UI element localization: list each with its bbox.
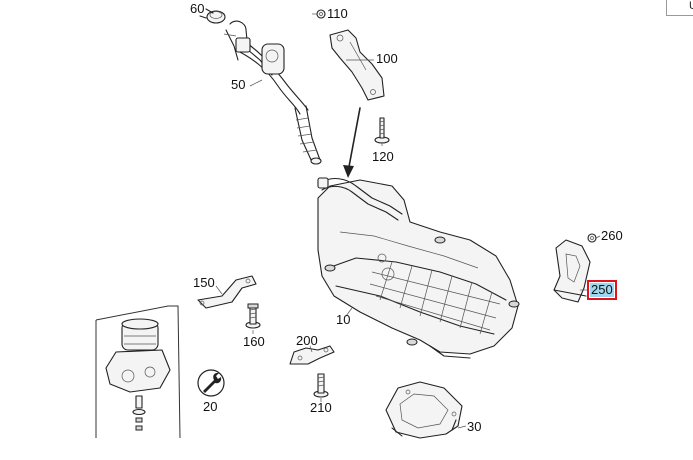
part-20-detail <box>95 305 181 439</box>
part-200-bracket <box>289 345 335 365</box>
part-10-tank <box>317 177 520 359</box>
part-110-nut <box>316 9 326 19</box>
part-210-bolt <box>313 373 329 398</box>
callout-50[interactable]: 50 <box>231 77 246 92</box>
leader-lines <box>215 13 601 429</box>
part-50-filler-hose <box>223 20 322 165</box>
assembly-arrow <box>343 107 361 178</box>
part-60-cap <box>199 8 226 24</box>
corner-button[interactable]: U <box>666 0 693 16</box>
callout-200[interactable]: 200 <box>296 333 318 348</box>
part-120-bolt <box>374 117 390 144</box>
callout-210[interactable]: 210 <box>310 400 332 415</box>
part-250-bracket <box>553 239 591 303</box>
wrench-icon <box>197 369 225 397</box>
part-150-strap <box>197 275 257 309</box>
callout-150[interactable]: 150 <box>193 275 215 290</box>
callout-110[interactable]: 110 <box>327 6 348 21</box>
callout-260[interactable]: 260 <box>601 228 623 243</box>
callout-250-selected[interactable]: 250 <box>587 280 617 300</box>
part-160-bolt <box>245 303 261 329</box>
callout-10[interactable]: 10 <box>336 312 351 327</box>
callout-120[interactable]: 120 <box>372 149 394 164</box>
callout-160[interactable]: 160 <box>243 334 265 349</box>
callout-60[interactable]: 60 <box>190 1 205 16</box>
callout-100[interactable]: 100 <box>376 51 398 66</box>
callout-30[interactable]: 30 <box>467 419 482 434</box>
callout-20[interactable]: 20 <box>203 399 218 414</box>
part-260-nut <box>587 233 597 243</box>
part-100-bracket <box>329 29 385 101</box>
part-30-shield <box>385 381 463 439</box>
